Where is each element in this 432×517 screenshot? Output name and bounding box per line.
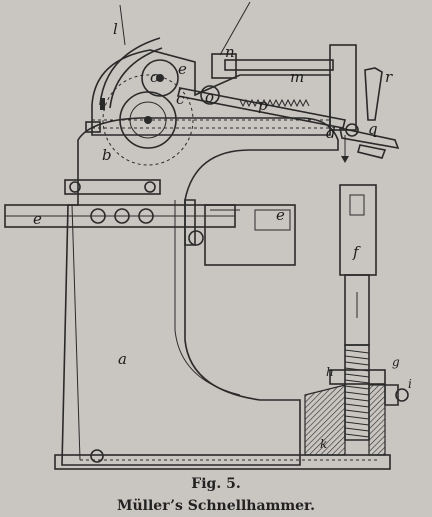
anvil-body <box>304 384 346 456</box>
clamp-i <box>384 384 399 406</box>
clamp-bolt-right <box>144 181 156 193</box>
label-c-lower: c <box>176 90 185 108</box>
label-n: n <box>225 43 235 61</box>
beam-bolt-1 <box>90 208 106 224</box>
beam-clamp <box>64 179 161 195</box>
arc-guide-l-inner <box>109 47 163 109</box>
main-frame <box>61 117 339 466</box>
arc-guide-l <box>99 37 161 106</box>
nut-block-k <box>368 384 386 456</box>
clamp-i-pin <box>395 388 409 402</box>
frame-curve-right <box>174 200 241 396</box>
label-q: q <box>368 120 378 138</box>
pointer-line-l <box>119 4 126 46</box>
slide-inner <box>254 209 291 231</box>
base-plate <box>54 454 391 470</box>
ram-f-top <box>339 184 377 276</box>
left-boss <box>85 121 101 133</box>
label-r: r <box>385 68 393 86</box>
label-p: p <box>258 96 268 114</box>
guide-bar-m <box>224 59 334 71</box>
label-m: m <box>290 68 305 86</box>
frame-inner-edge <box>71 204 81 461</box>
ram-thread-lines <box>344 349 370 438</box>
lever-r <box>364 67 383 121</box>
label-f: f <box>353 243 359 261</box>
figure-title: Müller’s Schnellhammer. <box>116 498 316 514</box>
label-g: g <box>392 355 400 369</box>
figure-number: Fig. 5. <box>191 476 241 492</box>
label-l: l <box>113 20 118 38</box>
label-a: a <box>118 350 127 368</box>
wheel-large-dashed <box>102 74 194 166</box>
label-b: b <box>102 146 112 164</box>
base-bolt-left <box>90 449 104 463</box>
label-o: o <box>205 88 215 106</box>
label-h: h <box>326 365 334 379</box>
internal-dashed-rod <box>92 119 330 129</box>
figure-caption: Fig. 5. Müller’s Schnellhammer. <box>0 476 432 514</box>
slide-box-e <box>204 204 296 266</box>
label-i: i <box>408 377 412 391</box>
handle-q <box>338 126 400 150</box>
nut-h <box>329 369 386 385</box>
stopper-block <box>100 98 105 110</box>
upper-right-block <box>329 44 357 131</box>
wheel-c-upper <box>141 59 179 97</box>
label-e-right: e <box>276 206 285 224</box>
beam-bolt-2 <box>114 208 130 224</box>
clamp-bolt-left <box>69 181 81 193</box>
label-c-upper: c <box>150 68 159 86</box>
handle-pivot <box>345 123 359 137</box>
label-d: d <box>326 124 336 142</box>
label-e-left: e <box>33 210 42 228</box>
slide-bracket <box>184 199 196 246</box>
wheel-c-upper-hub <box>156 74 164 82</box>
beam-bolt-3 <box>138 208 154 224</box>
label-k: k <box>320 437 328 451</box>
guide-block-n <box>211 53 237 79</box>
spring-coil <box>239 98 310 108</box>
pointer-line-n <box>219 1 251 56</box>
label-e-upper: e <box>178 60 187 78</box>
slide-ring <box>188 230 204 246</box>
ram-f-upper-slot <box>349 194 365 216</box>
arrow-d-head <box>341 156 349 163</box>
handle-grip <box>357 144 387 159</box>
